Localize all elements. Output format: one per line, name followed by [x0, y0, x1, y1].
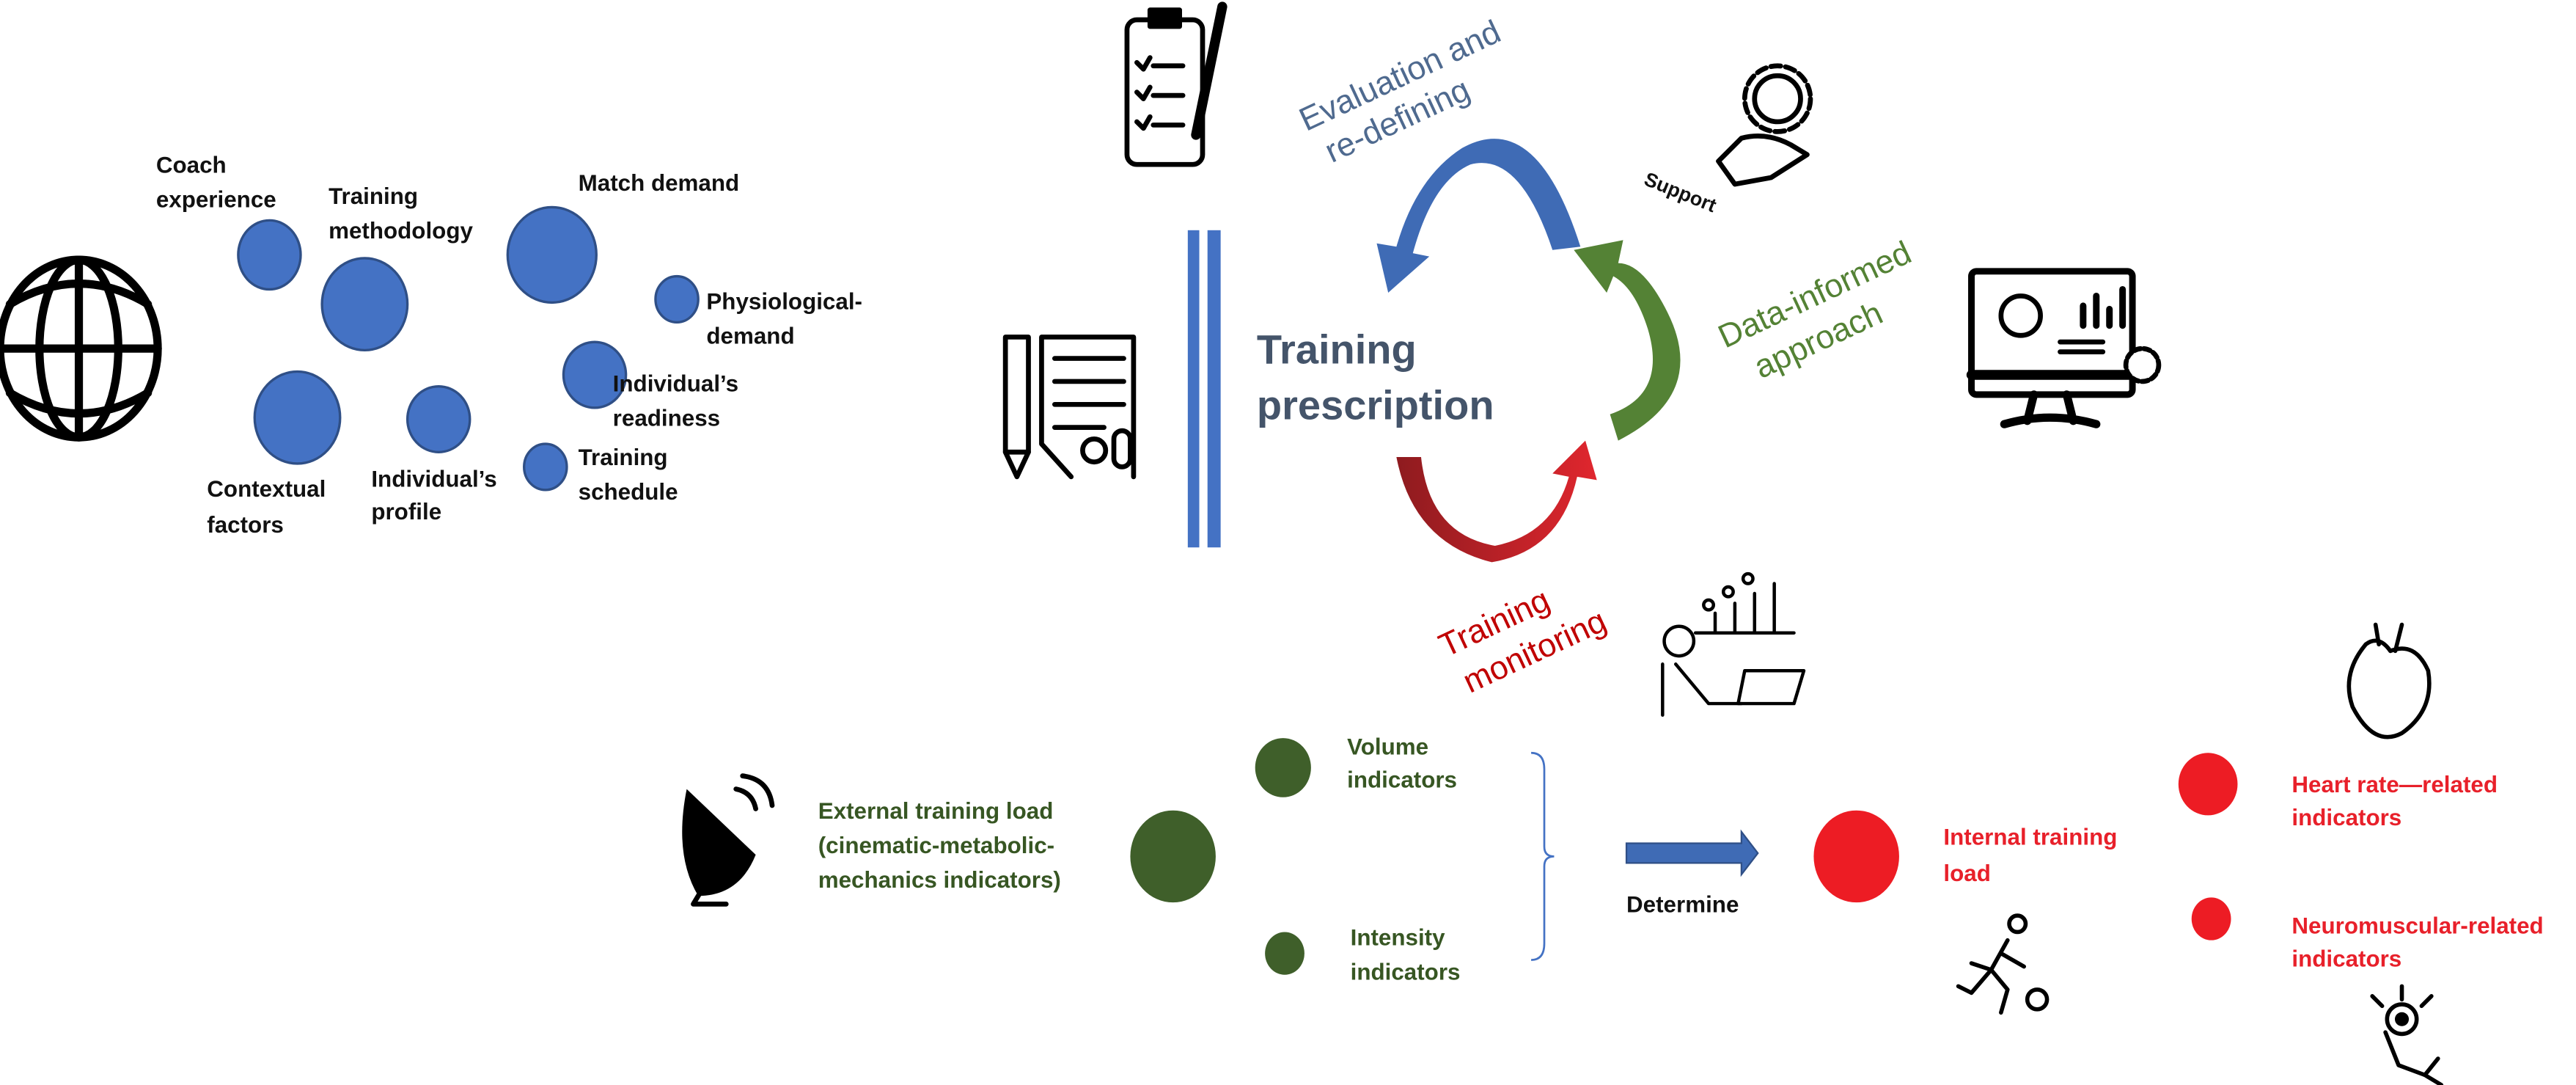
data-informed-label: Data-informed approach [1713, 234, 1917, 386]
internal-load-circle [1813, 810, 1899, 903]
factor-label-coach: experience [156, 186, 276, 212]
external-load-label: mechanics indicators) [818, 867, 1061, 893]
data-informed-arrow [1574, 240, 1681, 441]
factor-label-physiological: demand [706, 323, 794, 348]
external-load-label: External training load [818, 798, 1054, 824]
external-load-label: (cinematic-metabolic- [818, 833, 1054, 858]
factor-label-contextual: Contextual [207, 476, 326, 502]
factor-circle-training-methodology [320, 257, 409, 352]
heart-rate-label: Heart rate—related [2291, 772, 2498, 797]
intensity-label: indicators [1351, 959, 1461, 984]
factor-label-profile: Individual’s [371, 466, 496, 492]
monitoring-label: Training monitoring [1434, 581, 1612, 700]
factor-circle-match-demand [506, 205, 598, 304]
determine-arrow [1625, 829, 1759, 877]
intensity-label: Intensity [1351, 924, 1446, 950]
volume-circle [1255, 738, 1311, 797]
heart-rate-label: indicators [2291, 805, 2401, 830]
training-prescription-title: Training [1257, 326, 1417, 372]
runner-icon [1956, 913, 2050, 1015]
factor-label-methodology: Training [329, 183, 418, 209]
factor-label-match: Match demand [579, 170, 740, 196]
intensity-circle [1265, 932, 1304, 975]
factor-label-contextual: factors [207, 512, 284, 538]
monitoring-arrow [1396, 440, 1597, 563]
satellite-dish-icon [682, 773, 775, 907]
factor-circle-individual-readiness [562, 340, 628, 409]
factor-label-coach: Coach [156, 152, 227, 178]
training-prescription-title: prescription [1257, 381, 1494, 428]
evaluation-arrow [1376, 139, 1581, 293]
neuromuscular-circle [2191, 897, 2231, 940]
factor-circle-coach-experience [237, 219, 302, 291]
analyst-laptop-icon [1661, 571, 1806, 717]
prescription-bar [1187, 230, 1200, 548]
heart-rate-circle [2178, 753, 2238, 816]
neuromuscular-label: indicators [2291, 946, 2401, 972]
factor-label-schedule: Training [579, 445, 668, 470]
external-load-circle [1130, 810, 1216, 903]
support-label: Support [1641, 168, 1720, 216]
volume-label: Volume [1347, 734, 1428, 760]
monitor-dashboard-icon [1966, 268, 2162, 428]
internal-load-label: load [1943, 861, 1990, 886]
brace [1531, 751, 1555, 961]
hand-gear-icon [1716, 63, 1813, 187]
factor-label-readiness: readiness [613, 405, 720, 431]
globe-icon [0, 255, 162, 442]
neuron-icon [2370, 984, 2444, 1085]
factor-circle-training-schedule [523, 442, 568, 492]
factor-label-methodology: methodology [329, 218, 473, 244]
volume-label: indicators [1347, 767, 1457, 792]
factor-circle-contextual-factors [253, 370, 342, 465]
prescription-document-icon [1002, 335, 1137, 480]
prescription-bar [1207, 230, 1221, 548]
factor-circle-physiological-demand [654, 274, 700, 324]
internal-load-label: Internal training [1943, 825, 2117, 850]
factor-label-schedule: schedule [579, 479, 678, 505]
factor-label-physiological: Physiological- [706, 288, 862, 314]
determine-label: Determine [1626, 892, 1739, 918]
factor-circle-individual-profile [406, 384, 471, 453]
factor-label-profile: profile [371, 499, 441, 525]
heart-icon [2346, 622, 2432, 739]
factor-label-readiness: Individual’s [613, 370, 738, 396]
clipboard-checklist-icon [1124, 1, 1228, 167]
neuromuscular-label: Neuromuscular-related [2291, 913, 2543, 939]
